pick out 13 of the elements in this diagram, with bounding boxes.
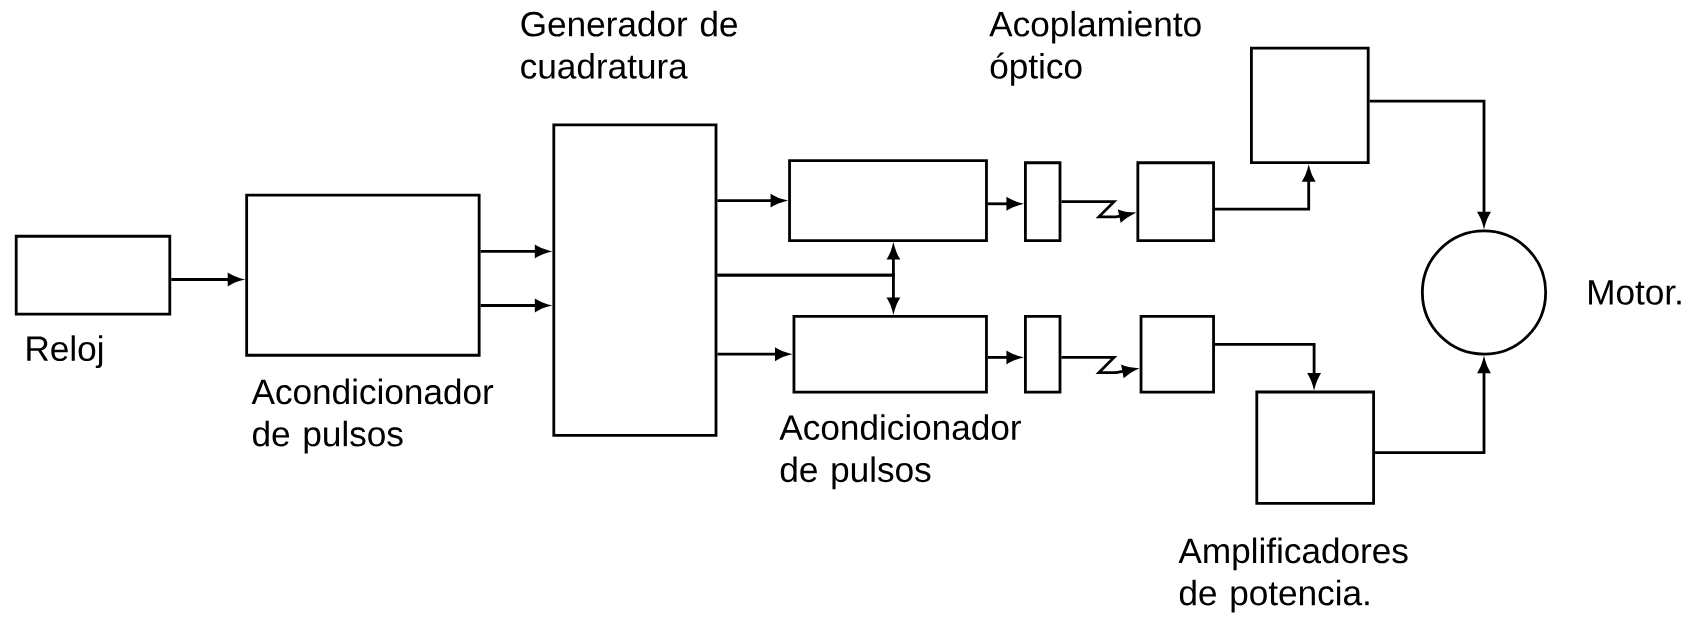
block-label: Acondicionador de pulsos (251, 378, 494, 454)
block-label: Generador de cuadratura (521, 10, 737, 79)
block-box (1136, 161, 1215, 243)
group-label: Acoplamiento óptico (989, 10, 1201, 86)
block-caption: Motor. (1589, 280, 1681, 305)
block-box (1024, 161, 1062, 243)
block-box (1024, 314, 1062, 394)
block-box (788, 159, 988, 242)
block-label: Amplificadores de potencia. (1178, 537, 1408, 613)
block-box (1139, 314, 1215, 394)
block-box (1250, 46, 1370, 165)
block-label: Acondicionador de pulsos (779, 414, 1021, 490)
block-label: Reloj (27, 335, 103, 369)
